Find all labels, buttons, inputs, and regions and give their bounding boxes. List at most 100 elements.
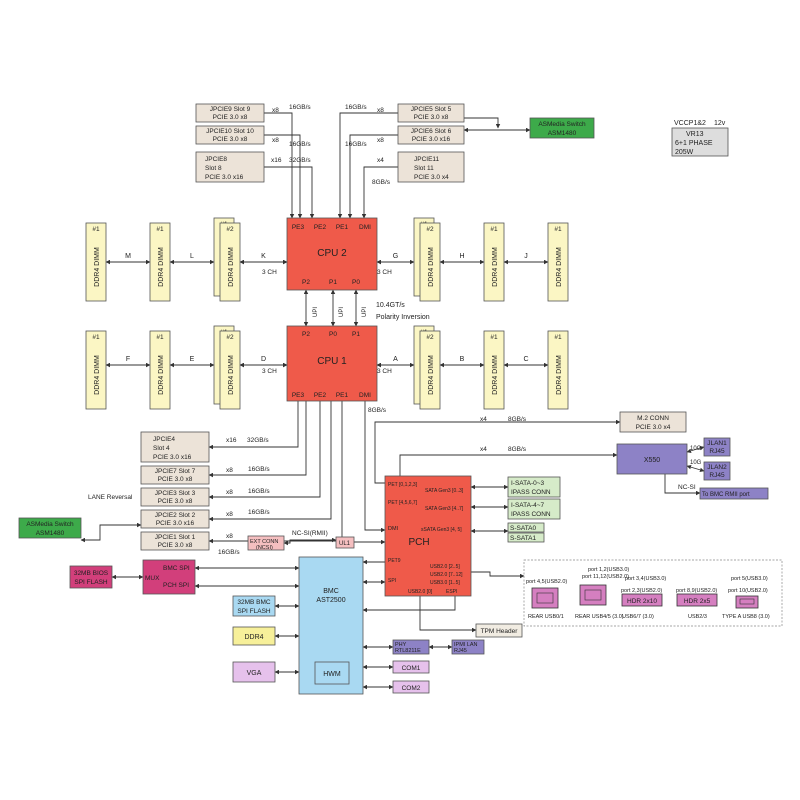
bmc-line1: BMC (323, 588, 339, 595)
bios-box (69, 565, 113, 589)
ssata1[interactable]: S-SATA1 (507, 532, 545, 543)
slot-jpcie8-line1: JPCIE8 (205, 156, 227, 163)
usb-rear01-icon[interactable] (531, 587, 559, 609)
tpm-label: TPM Header (481, 628, 519, 635)
wire-jpcie9-pe3 (264, 112, 295, 219)
slot-jpcie1[interactable]: JPCIE1 Slot 1 PCIE 3.0 x8 x8 16GB/s (140, 531, 240, 556)
cpu2-chip (286, 217, 378, 291)
vga[interactable]: VGA (232, 661, 276, 683)
m2-lanes: x4 (480, 416, 487, 423)
cpu1-port-pe2: PE2 (314, 392, 327, 399)
usb-typea-icon[interactable] (735, 595, 759, 609)
x550-bw: 8GB/s (508, 446, 527, 453)
com1[interactable]: COM1 (392, 660, 430, 674)
usb-port89-label: port 8,9(USB2.0) (676, 588, 717, 594)
bmc-rmii-box (699, 487, 769, 500)
hwm-box (314, 661, 350, 685)
ext-conn-ncsi[interactable]: EXT CONN (NCSI) (247, 535, 285, 551)
vr-title-left: VCCP1&2 (674, 120, 706, 127)
wire-jpcie11-dmi (361, 166, 398, 219)
ncsi-label: NC-SI (678, 484, 696, 491)
tpm-header[interactable]: TPM Header (475, 623, 523, 638)
ssata1-box (507, 532, 545, 543)
slot-jpcie10[interactable]: JPCIE10 Slot 10 PCIE 3.0 x8 x8 16GB/s (195, 125, 311, 148)
jlan1[interactable]: JLAN1 RJ45 10G (690, 437, 731, 457)
slot-jpcie7-box (140, 465, 210, 485)
slot-jpcie5-line1: JPCIE5 Slot 5 (411, 106, 452, 113)
wire-asm-top-2 (464, 117, 501, 129)
slot-jpcie2[interactable]: JPCIE2 Slot 2 PCIE 3.0 x16 x8 16GB/s (140, 509, 270, 529)
usb-rear45-icon[interactable] (579, 584, 607, 606)
jlan2-line2: RJ45 (709, 472, 725, 479)
lane-reversal-label: LANE Reversal (88, 494, 133, 501)
ssata0[interactable]: S-SATA0 (507, 522, 545, 533)
slot-jpcie10-bw: 16GB/s (289, 141, 311, 148)
slot-jpcie7[interactable]: JPCIE7 Slot 7 PCIE 3.0 x8 x8 16GB/s (140, 465, 270, 485)
slot-jpcie11[interactable]: JPCIE11 Slot 11 PCIE 3.0 x4 x4 8GB/s (372, 151, 465, 186)
slot-jpcie10-line2: PCIE 3.0 x8 (213, 136, 248, 143)
ipmi-lan[interactable]: IPMI LAN RJ45 (451, 639, 485, 655)
slot-jpcie8[interactable]: JPCIE8 Slot 8 PCIE 3.0 x16 x16 32GB/s (195, 151, 311, 183)
m2-bw: 8GB/s (508, 416, 527, 423)
pch-usb3: USB3.0 [1..5] (430, 580, 460, 586)
wire-pch-m2 (374, 419, 621, 484)
slot-jpcie4-box (140, 431, 210, 463)
pch-sata1: SATA Gen3 [0..3] (425, 488, 464, 494)
slot-jpcie3[interactable]: JPCIE3 Slot 3 PCIE 3.0 x8 x8 16GB/s (140, 487, 270, 507)
dimm-cpu2-left-1-body (149, 222, 171, 302)
slot-jpcie9-line2: PCIE 3.0 x8 (213, 114, 248, 121)
slot-jpcie5-lanes: x8 (377, 107, 384, 114)
dimm-cpu1-right-1-body (483, 330, 505, 410)
slot-jpcie9[interactable]: JPCIE9 Slot 9 PCIE 3.0 x8 x8 16GB/s (195, 103, 311, 123)
slot-jpcie2-lanes: x8 (226, 511, 233, 518)
ipmi-line1: IPMI LAN (454, 642, 478, 648)
vr-title-right: 12v (714, 120, 726, 127)
m2-connector[interactable]: M.2 CONN PCIE 3.0 x4 x4 8GB/s (480, 411, 687, 433)
pch-pet2: PET [4,5,6,7] (388, 500, 418, 506)
slot-jpcie5[interactable]: JPCIE5 Slot 5 PCIE 3.0 x8 x8 16GB/s (345, 103, 465, 123)
jlan2[interactable]: JLAN2 RJ45 10G (690, 460, 731, 481)
slot-jpcie1-box (140, 531, 210, 551)
spi-mux: MUX BMC SPI PCH SPI (142, 559, 196, 595)
usb-hdr210-icon[interactable] (621, 593, 663, 607)
slot-jpcie1-line1: JPCIE1 Slot 1 (155, 534, 196, 541)
isata-0-3-line2: IPASS CONN (511, 489, 551, 496)
cpu2-port-dmi: DMI (359, 224, 371, 231)
bios-flash: 32MB BIOS SPI FLASH (69, 565, 113, 589)
isata-4-7[interactable]: I-SATA-4~7 IPASS CONN (507, 498, 561, 520)
vr-line-1: VR13 (686, 131, 704, 138)
phy-box (392, 639, 430, 655)
com2[interactable]: COM2 (392, 680, 430, 694)
hwm-label: HWM (323, 671, 341, 678)
slot-jpcie7-bw: 16GB/s (248, 466, 270, 473)
isata-0-3[interactable]: I-SATA-0~3 IPASS CONN (507, 476, 561, 498)
usb-rear01-inner (536, 592, 554, 604)
dimm-cpu2-left-0-num: #1 (92, 226, 100, 233)
cpu2-port-p2: P2 (302, 279, 310, 286)
dimm-cpu2-left-0-label: DDR4 DIMM (94, 247, 101, 287)
asmedia-top-line2: ASM1480 (548, 130, 577, 137)
dimm-cpu2-left-1-num: #1 (156, 226, 164, 233)
dmi-bandwidth: 8GB/s (368, 407, 387, 414)
slot-jpcie5-box (397, 103, 465, 123)
usb-port12-label: port 1,2(USB3.0) (588, 567, 629, 573)
usb-rear01-label: REAR USB0/1 (528, 614, 564, 620)
usb-hdr25-icon[interactable] (676, 593, 718, 607)
bmc: BMC AST2500 HWM (298, 556, 364, 695)
slot-jpcie11-bw: 8GB/s (372, 179, 391, 186)
pch-pet1: PET [0,1,2,3] (388, 482, 418, 488)
slot-jpcie4[interactable]: JPCIE4 Slot 4 PCIE 3.0 x16 x16 32GB/s (140, 431, 269, 463)
slot-jpcie6[interactable]: JPCIE6 Slot 6 PCIE 3.0 x16 x8 16GB/s (345, 125, 465, 148)
